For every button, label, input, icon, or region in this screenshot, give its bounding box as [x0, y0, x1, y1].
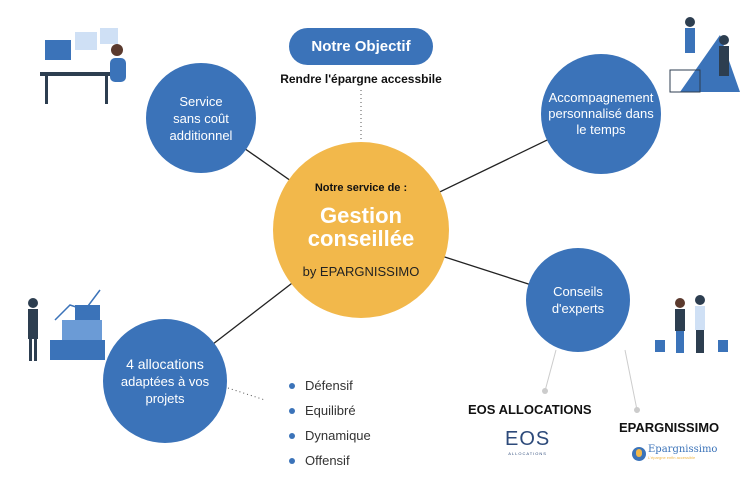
objective-subtitle: Rendre l'épargne accessbile: [280, 72, 442, 86]
allocation-list: Défensif Equilibré Dynamique Offensif: [289, 378, 371, 478]
center-by: by EPARGNISSIMO: [302, 263, 420, 279]
node-text: Service: [179, 93, 223, 109]
illustration-video-call: [40, 28, 126, 104]
objective-button[interactable]: Notre Objectif: [289, 28, 433, 65]
partner-epargnissimo-label: EPARGNISSIMO: [619, 420, 720, 435]
node-text: projets: [145, 390, 185, 406]
illustration-team-pyramid: [669, 17, 740, 93]
illustration-growth: [28, 289, 105, 361]
node-text: Accompagnement: [548, 90, 654, 105]
epargnissimo-logo-sub: L'épargne enfin accessible: [648, 455, 696, 460]
epargnissimo-logo-text: Epargnissimo: [648, 444, 718, 455]
eos-logo-sub: ALLOCATIONS: [508, 451, 547, 456]
eos-logo: EOS ALLOCATIONS: [505, 428, 550, 456]
node-text: adaptées à vos: [120, 373, 210, 389]
node-text: sans coût: [173, 110, 229, 126]
center-intro: Notre service de :: [314, 181, 408, 194]
node-text: personnalisé dans: [548, 106, 654, 121]
node-conseils: Conseils d'experts: [526, 248, 630, 352]
allocation-item: Dynamique: [289, 428, 371, 453]
tree-icon: [632, 447, 646, 461]
allocation-item: Equilibré: [289, 403, 371, 428]
allocation-item: Offensif: [289, 453, 371, 478]
node-text: d'experts: [551, 301, 605, 316]
eos-logo-text: EOS: [505, 428, 551, 450]
center-circle: Notre service de : Gestion conseillée by…: [273, 142, 449, 318]
partner-eos-label: EOS ALLOCATIONS: [468, 402, 592, 417]
center-title-2: conseillée: [307, 225, 415, 251]
illustration-experts: [655, 295, 728, 353]
center-title-1: Gestion: [320, 202, 402, 228]
node-text: 4 allocations: [126, 355, 204, 372]
node-text: Conseils: [553, 284, 603, 299]
allocation-item: Défensif: [289, 378, 371, 403]
node-text: le temps: [576, 122, 626, 137]
node-text: additionnel: [169, 127, 233, 143]
